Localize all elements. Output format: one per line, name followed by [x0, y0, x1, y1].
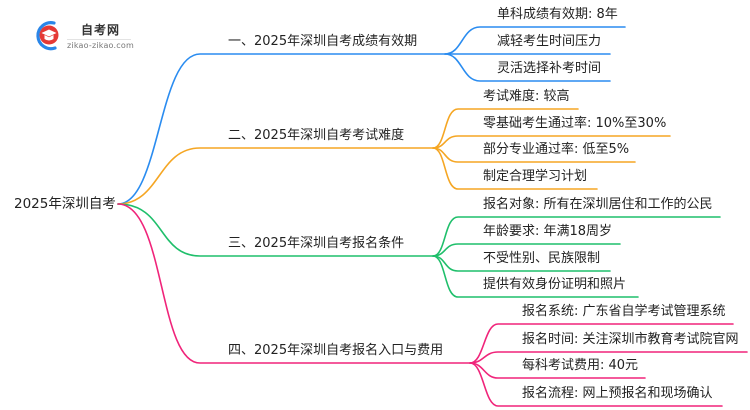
leaf-node[interactable]: 年龄要求: 年满18周岁	[483, 224, 613, 239]
branch-node-requirements[interactable]: 三、2025年深圳自考报名条件	[228, 236, 405, 251]
leaf-node[interactable]: 单科成绩有效期: 8年	[497, 7, 618, 22]
leaf-node[interactable]: 灵活选择补考时间	[497, 61, 602, 76]
graduation-cap-logo-icon	[36, 21, 59, 51]
leaf-node[interactable]: 提供有效身份证明和照片	[483, 277, 627, 292]
leaf-node[interactable]: 不受性别、民族限制	[483, 251, 601, 266]
logo-url: zikao-zikao.com	[67, 41, 134, 50]
branch-2-connectors	[117, 108, 671, 205]
branch-node-difficulty[interactable]: 二、2025年深圳自考考试难度	[228, 128, 405, 143]
branch-node-registration[interactable]: 四、2025年深圳自考报名入口与费用	[228, 343, 444, 358]
leaf-node[interactable]: 考试难度: 较高	[483, 89, 570, 104]
branch-1-connectors	[117, 26, 626, 205]
leaf-node[interactable]: 零基础考生通过率: 10%至30%	[483, 116, 667, 131]
leaf-node[interactable]: 报名对象: 所有在深圳居住和工作的公民	[483, 197, 713, 212]
branch-3-connectors	[117, 203, 721, 298]
logo-divider	[67, 39, 131, 40]
leaf-node[interactable]: 减轻考生时间压力	[497, 34, 602, 49]
leaf-node[interactable]: 制定合理学习计划	[483, 169, 588, 184]
leaf-node[interactable]: 部分专业通过率: 低至5%	[483, 142, 630, 157]
mindmap-root-node[interactable]: 2025年深圳自考	[14, 196, 116, 212]
leaf-node[interactable]: 报名系统: 广东省自学考试管理系统	[522, 304, 726, 319]
leaf-node[interactable]: 报名时间: 关注深圳市教育考试院官网	[522, 332, 739, 347]
leaf-node[interactable]: 每科考试费用: 40元	[522, 358, 639, 373]
leaf-node[interactable]: 报名流程: 网上预报名和现场确认	[522, 386, 713, 401]
logo-name: 自考网	[81, 23, 121, 37]
branch-node-validity[interactable]: 一、2025年深圳自考成绩有效期	[228, 34, 418, 49]
branch-4-connectors	[117, 203, 748, 407]
